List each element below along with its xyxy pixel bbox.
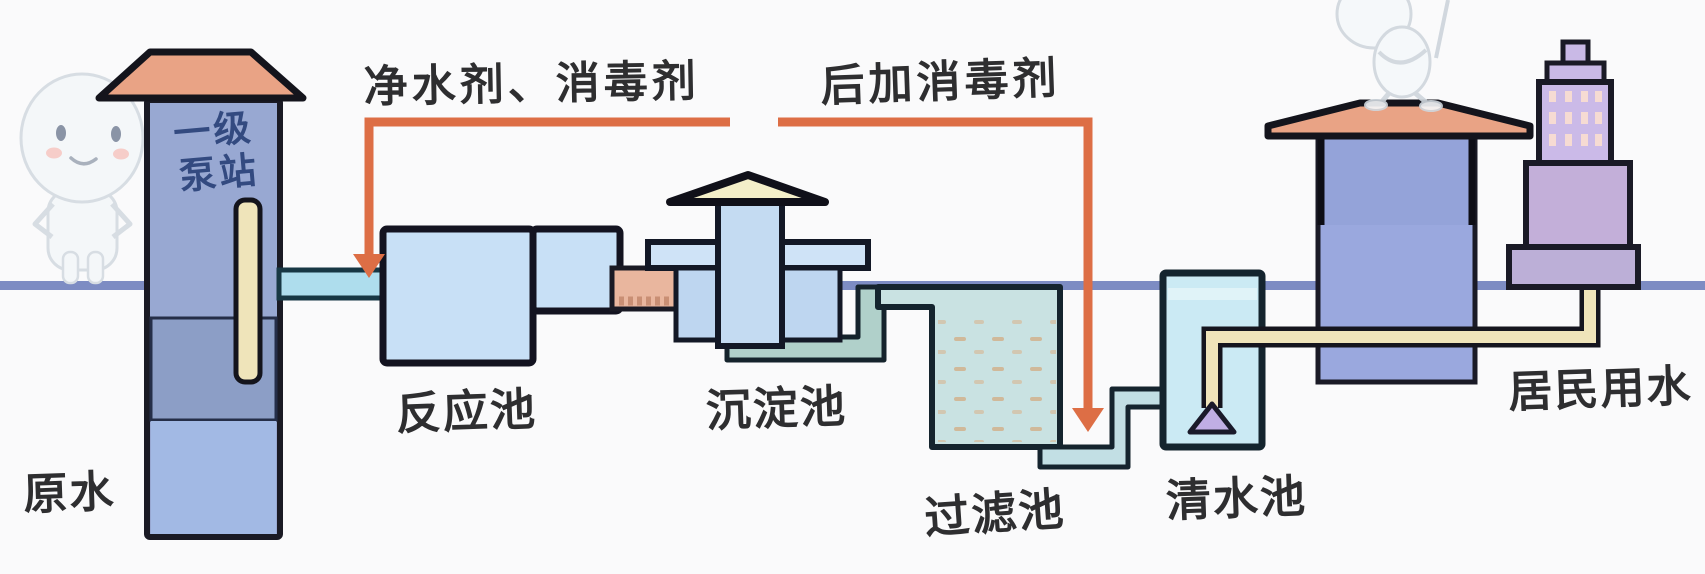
sedimentation-roof <box>666 171 829 206</box>
label-sedimentation-pool: 沉淀池 <box>705 380 848 438</box>
label-residential-water: 居民用水 <box>1508 361 1694 418</box>
mascot2-left-foot <box>1364 99 1388 111</box>
arrow2-line <box>778 117 1093 410</box>
mascot2-stick <box>1434 0 1450 59</box>
pump-station-1-roof <box>95 48 307 102</box>
mascot-character-on-roof <box>1335 0 1450 112</box>
delivery-pipe <box>1187 280 1601 435</box>
label-filter-pool: 过滤池 <box>923 482 1067 545</box>
pump-station-1-label-line1: 一级 <box>172 106 255 156</box>
mascot-left-arm <box>32 202 55 239</box>
label-clear-water-pool: 清水池 <box>1165 470 1308 528</box>
clear-water-surface <box>1168 288 1257 300</box>
arrow1-head <box>353 254 385 278</box>
pump-station-1-low-band <box>151 421 276 534</box>
pump-station-2-upper-shade <box>1321 131 1472 225</box>
intake-pipe <box>233 197 263 385</box>
mascot-right-eye <box>111 126 121 142</box>
mascot-left-cheek <box>46 147 62 159</box>
ground-water-line <box>0 281 1705 290</box>
pump-station-1: 一级 泵站 <box>95 48 307 540</box>
building-mid-section <box>1523 160 1633 250</box>
building-windows <box>1549 91 1602 146</box>
mascot-right-cheek <box>113 148 129 160</box>
label-reaction-pool: 反应池 <box>395 383 538 441</box>
label-chemicals-pre: 净水剂、消毒剂 <box>363 56 700 113</box>
mascot-right-leg <box>86 250 105 285</box>
arrow1-line <box>364 117 730 256</box>
delivery-pipe-core <box>1206 282 1596 410</box>
mascot-left-leg <box>61 250 80 285</box>
arrow2-head <box>1072 408 1104 432</box>
suction-funnel <box>1187 401 1237 435</box>
filter-pool <box>875 284 1166 470</box>
label-raw-water: 原水 <box>23 466 117 520</box>
building-base <box>1506 244 1641 290</box>
reaction-pool <box>379 225 624 367</box>
sedimentation-center-column <box>715 191 785 349</box>
label-chemicals-post: 后加消毒剂 <box>820 53 1062 112</box>
pump-station-2-roof <box>1264 99 1534 140</box>
reaction-pool-main <box>379 225 537 367</box>
arrow-coagulant-disinfectant <box>353 117 730 278</box>
mascot-head <box>19 72 145 204</box>
residential-building <box>1506 39 1641 290</box>
reaction-pool-secondary <box>529 225 624 315</box>
mascot-smile <box>69 156 98 166</box>
arrow-post-disinfectant <box>778 117 1104 432</box>
sedimentation-right-cell <box>777 265 843 343</box>
mascot2-right-foot <box>1419 100 1443 112</box>
mascot-left-eye <box>56 125 66 141</box>
pump-station-1-label-line2: 泵站 <box>177 148 260 198</box>
filter-sand-media <box>938 312 1056 442</box>
sedimentation-pool <box>645 171 887 363</box>
transfer-channel <box>609 265 679 312</box>
mascot2-arms <box>1377 48 1428 65</box>
mascot-right-arm <box>110 202 133 239</box>
mascot-character <box>19 72 145 285</box>
